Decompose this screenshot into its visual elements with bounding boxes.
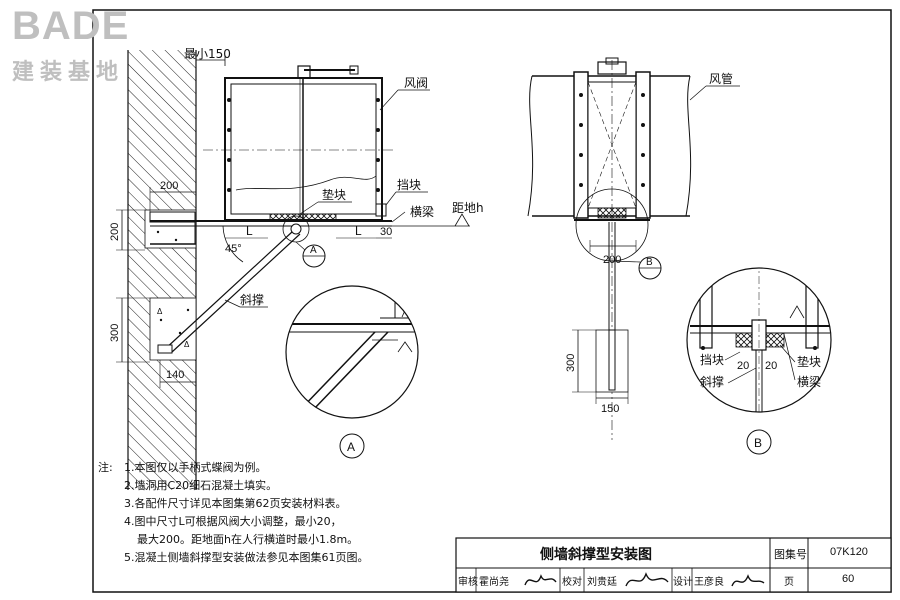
detail-b-marker: B <box>575 188 662 280</box>
brand-watermark: BADE <box>12 4 130 48</box>
detail-a-title: A <box>347 440 355 454</box>
note-4: 4.图中尺寸L可根据风阀大小调整，最小20， <box>124 515 342 528</box>
note-1: 1.本图仅以手柄式蝶阀为例。 <box>124 461 267 474</box>
detail-b-tag: B <box>646 257 653 268</box>
note-4-cont: 最大200。距地面h在人行横道时最小1.8m。 <box>137 533 359 546</box>
dim-300: 300 <box>109 324 121 342</box>
dim-200-side: 200 <box>109 223 121 241</box>
note-5: 5.混凝土侧墙斜撑型安装做法参见本图集61页图。 <box>124 551 369 564</box>
crossbeam-label-b: 横梁 <box>797 374 821 389</box>
stop-block-label-b: 挡块 <box>700 353 724 367</box>
diagonal-brace-left <box>157 223 302 354</box>
design-label: 设计 <box>673 577 693 588</box>
svg-text:Δ: Δ <box>184 340 190 349</box>
detail-b-title: B <box>754 436 762 450</box>
pad-block-label-b: 垫块 <box>797 354 821 369</box>
detail-a-marker: A <box>282 215 326 268</box>
left-dimensions: 200 200 300 140 L L 30 45° <box>109 180 392 388</box>
dim-b150: 150 <box>601 403 619 415</box>
detail-a-circle: A <box>285 285 419 459</box>
designer-signature <box>731 574 765 587</box>
checker-signature <box>625 572 669 587</box>
height-h-label: 距地h <box>452 201 484 215</box>
detail-a-tag: A <box>310 245 317 256</box>
dim-L-right: L <box>355 224 362 238</box>
dim-b20b: 20 <box>765 360 777 372</box>
detail-b-circle: 挡块 斜撑 20 20 垫块 横梁 B <box>686 267 832 455</box>
dim-min150: 最小150 <box>184 47 231 66</box>
brace-label-b: 斜撑 <box>700 374 724 389</box>
dim-b20a: 20 <box>737 360 749 372</box>
page-number: 60 <box>842 573 855 585</box>
brace-side <box>595 222 629 393</box>
crossbeam-left <box>149 211 392 245</box>
dim-L-left: L <box>246 224 253 238</box>
svg-text:Δ: Δ <box>157 307 163 316</box>
air-duct-side: 风管 <box>527 71 740 217</box>
air-valve-label: 风阀 <box>404 76 428 90</box>
atlas-number: 07K120 <box>830 546 868 558</box>
air-valve-front <box>203 65 395 222</box>
designer-name: 王彦良 <box>694 577 724 588</box>
air-duct-label: 风管 <box>709 71 733 86</box>
brace-label-left: 斜撑 <box>240 292 264 307</box>
dim-b300: 300 <box>565 354 577 372</box>
angle-45: 45° <box>225 243 242 255</box>
crossbeam-label: 横梁 <box>410 204 434 219</box>
atlas-label: 图集号 <box>774 548 807 561</box>
min150-label: 最小150 <box>184 47 231 61</box>
pad-block-label: 垫块 <box>322 187 346 202</box>
review-label: 审核 <box>458 577 478 588</box>
stop-block-label: 挡块 <box>397 178 421 192</box>
dim-200-top: 200 <box>160 180 178 192</box>
right-dimensions: 200 300 150 <box>565 240 637 415</box>
checker-name: 刘贵廷 <box>587 577 617 588</box>
reviewer-signature <box>524 574 557 586</box>
reviewer-name: 霍尚尧 <box>479 577 509 588</box>
drawing-title: 侧墙斜撑型安装图 <box>540 547 652 563</box>
dim-30: 30 <box>380 226 392 238</box>
title-block-frame <box>455 537 892 593</box>
dim-140: 140 <box>166 369 184 381</box>
page-label: 页 <box>784 577 794 588</box>
note-2: 2.墙洞用C20细石混凝土填实。 <box>124 479 278 492</box>
notes-prefix: 注: <box>98 461 113 474</box>
side-wall: Δ Δ <box>127 50 197 490</box>
dim-b200: 200 <box>603 254 621 266</box>
note-3: 3.各配件尺寸详见本图集第62页安装材料表。 <box>124 497 347 510</box>
left-leaders: 风阀 垫块 挡块 横梁 距地h 斜撑 <box>224 76 484 308</box>
brand-watermark-subtitle: 建装基地 <box>12 60 125 85</box>
check-label: 校对 <box>562 577 582 588</box>
air-valve-side <box>573 57 651 440</box>
